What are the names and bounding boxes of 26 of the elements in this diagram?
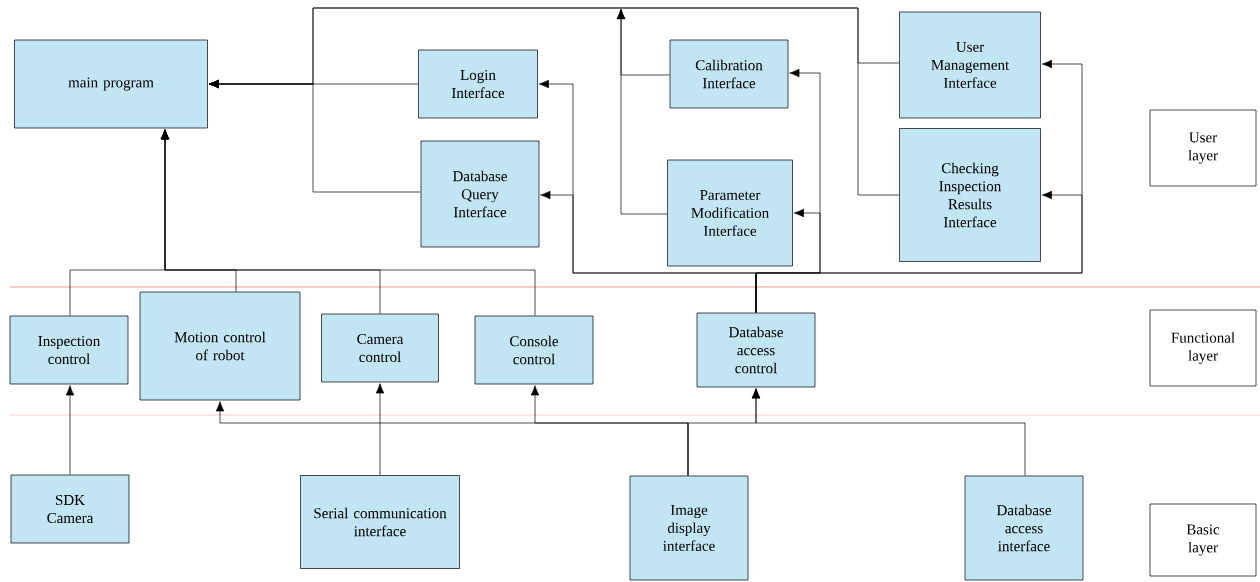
module-box: main program <box>14 39 208 129</box>
arrow <box>751 388 1026 476</box>
arrow <box>375 383 385 476</box>
module-box: Parameter Modification Interface <box>667 159 793 267</box>
module-box: Checking Inspection Results Interface <box>899 128 1041 262</box>
module-box: Motion control of robot <box>139 291 301 401</box>
module-box: SDK Camera <box>10 474 130 544</box>
module-box: Calibration Interface <box>669 39 789 109</box>
module-box: Serial communication interface <box>300 475 460 569</box>
module-box: Login Interface <box>418 49 538 119</box>
arrow <box>616 9 668 215</box>
arrow <box>160 129 536 316</box>
module-box: Inspection control <box>9 315 129 385</box>
module-box: Database Query Interface <box>420 140 540 248</box>
layer-label-box: User layer <box>1149 109 1257 187</box>
arrow <box>755 190 1083 313</box>
layer-label-box: Basic layer <box>1149 503 1257 577</box>
module-box: Camera control <box>321 313 439 383</box>
module-box: Console control <box>474 315 594 385</box>
module-box: Image display interface <box>629 475 749 581</box>
layer-label-box: Functional layer <box>1149 309 1257 387</box>
module-box: Database access interface <box>964 475 1084 581</box>
arrow <box>208 7 900 196</box>
module-box: Database access control <box>696 312 816 388</box>
arrow <box>65 385 75 475</box>
module-box: User Management Interface <box>899 11 1041 119</box>
